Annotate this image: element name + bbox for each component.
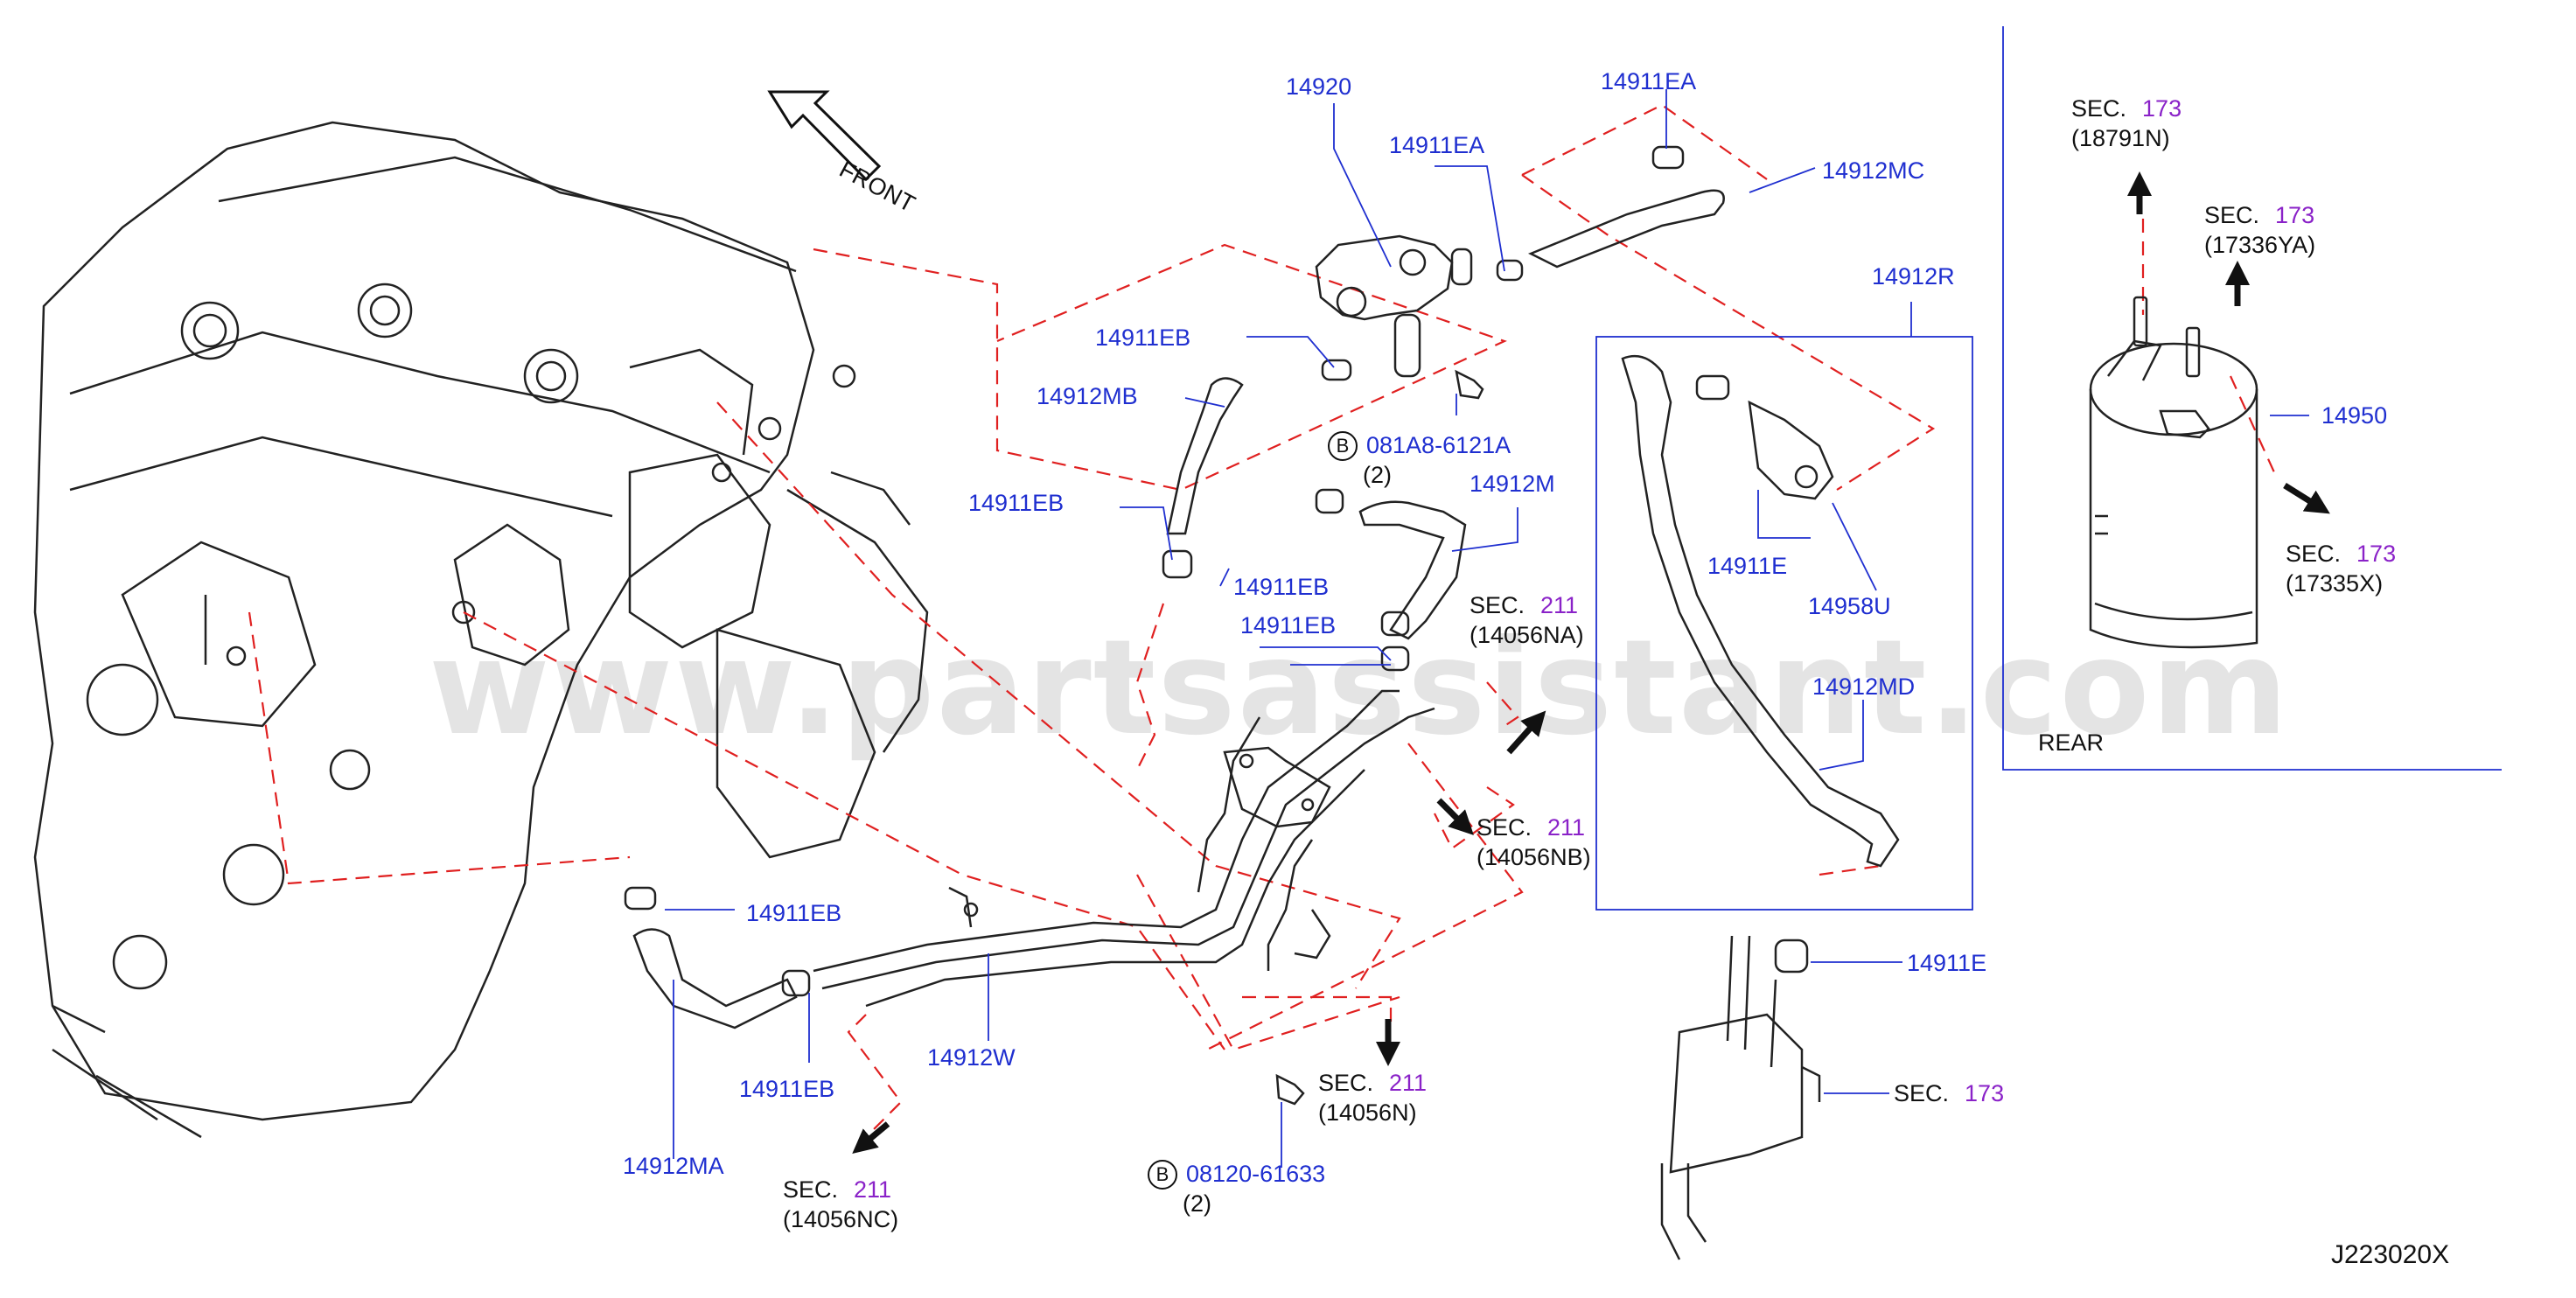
label-14920: 14920 xyxy=(1286,73,1352,100)
label-14912m: 14912M xyxy=(1470,471,1555,497)
bolt-qty: (2) xyxy=(1363,461,1392,488)
bolt-circle-b-icon: B xyxy=(1328,430,1358,461)
direction-arrows xyxy=(852,171,2330,1154)
bolt-qty: (2) xyxy=(1183,1190,1211,1217)
label-14911ea-top: 14911EA xyxy=(1601,68,1697,94)
label-14912w: 14912W xyxy=(927,1044,1016,1071)
bolt-ref-08120: B 08120-61633 (2) xyxy=(1148,1159,1325,1219)
parts-sketches xyxy=(624,145,2258,1260)
label-14911eb-upper: 14911EB xyxy=(1095,324,1191,351)
rear-label: REAR xyxy=(2038,729,2105,756)
label-14911e-lower: 14911E xyxy=(1907,950,1987,976)
label-14911eb-c: 14911EB xyxy=(1240,612,1337,639)
label-14911eb-low: 14911EB xyxy=(746,900,842,926)
sec-173-17336ya: SEC.173 (17336YA) xyxy=(2204,202,2316,258)
label-leader-lines xyxy=(665,26,2502,1168)
front-arrow-icon xyxy=(767,90,882,182)
label-14912r: 14912R xyxy=(1872,263,1955,290)
sec-173-pipe: SEC.173 xyxy=(1894,1080,2005,1106)
label-14911e-upper: 14911E xyxy=(1707,553,1788,579)
bolt-ref-081a8: B 081A8-6121A (2) xyxy=(1328,430,1511,491)
label-14911eb-mid: 14911EB xyxy=(968,490,1065,516)
label-14911ea: 14911EA xyxy=(1389,132,1485,158)
label-14912ma: 14912MA xyxy=(623,1153,724,1179)
sec-211-14056n: SEC.211 (14056N) xyxy=(1318,1070,1428,1126)
label-14912mb: 14912MB xyxy=(1037,383,1138,409)
watermark: www.partsassistant.com xyxy=(429,612,2290,764)
sec-173-17335x: SEC.173 (17335X) xyxy=(2286,541,2397,597)
engine-illustration xyxy=(33,121,929,1139)
dashed-leader-lines xyxy=(248,103,2276,1138)
label-14950: 14950 xyxy=(2321,402,2388,429)
label-14911eb-b: 14911EB xyxy=(1233,574,1330,600)
label-14911eb-bottom: 14911EB xyxy=(739,1076,835,1102)
bolt-part-number: 081A8-6121A xyxy=(1366,432,1511,458)
diagram-code: J223020X xyxy=(2331,1240,2450,1269)
label-14912md: 14912MD xyxy=(1812,673,1916,700)
bolt-part-number: 08120-61633 xyxy=(1186,1161,1326,1187)
sec-211-14056nb: SEC.211 (14056NB) xyxy=(1476,814,1591,870)
label-14958u: 14958U xyxy=(1808,593,1891,619)
sec-211-14056na: SEC.211 (14056NA) xyxy=(1470,592,1584,648)
sec-211-14056nc: SEC.211 (14056NC) xyxy=(783,1176,899,1232)
label-14912mc: 14912MC xyxy=(1822,157,1925,184)
bolt-circle-b-icon: B xyxy=(1148,1159,1177,1190)
sec-173-18791n: SEC.173 (18791N) xyxy=(2071,95,2182,151)
